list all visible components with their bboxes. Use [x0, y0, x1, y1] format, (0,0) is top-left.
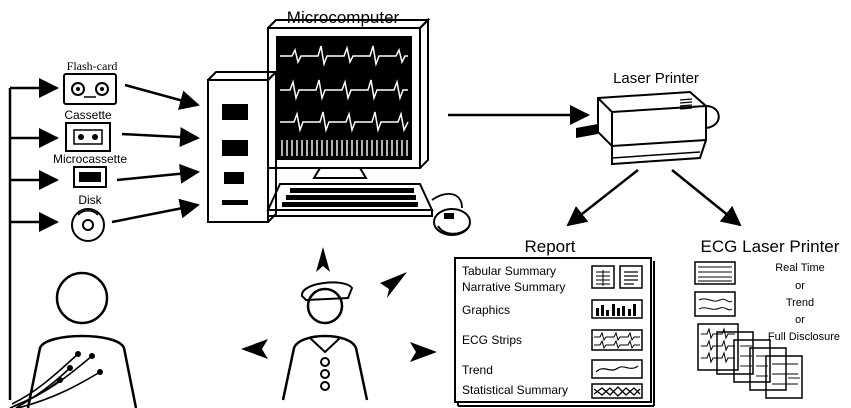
report-item-trend: Trend [462, 363, 493, 377]
ecg-mode-trend: Trend [786, 297, 814, 309]
ecg-strips-thumbnail [591, 329, 643, 351]
printer-to-ecg-printer-arrow [671, 169, 742, 227]
trend-strip-icon [694, 291, 736, 317]
report-panel [454, 257, 655, 407]
report-item-graphics: Graphics [462, 303, 510, 317]
disk-icon [71, 208, 105, 242]
ecg-laser-printer-label: ECG Laser Printer [701, 237, 840, 256]
media-label-flash-card: Flash-card [67, 59, 118, 73]
cassette-icon [65, 122, 111, 152]
narrative-summary-thumbnail [619, 265, 643, 289]
statistical-summary-thumbnail [591, 383, 643, 399]
media-label-cassette: Cassette [64, 108, 112, 122]
laser-printer-icon [576, 90, 720, 166]
microcassette-icon [73, 166, 107, 188]
patient-figure [9, 271, 138, 408]
media-label-microcassette: Microcassette [53, 152, 127, 166]
microcomputer-icon [207, 17, 471, 236]
trend-thumbnail [591, 359, 643, 379]
printer-to-report-arrow [566, 169, 639, 227]
report-item-tabular-summary: Tabular Summary [462, 264, 556, 278]
feedback-line [8, 78, 59, 400]
media-label-disk: Disk [78, 193, 102, 207]
laser-printer-label: Laser Printer [613, 70, 699, 87]
ecg-mode-or-1: or [795, 280, 805, 292]
ecg-mode-or-2: or [795, 314, 805, 326]
real-time-strip-icon [694, 261, 736, 285]
graphics-thumbnail [591, 299, 643, 319]
tabular-summary-thumbnail [591, 265, 615, 289]
report-label: Report [524, 237, 575, 256]
media-to-computer-arrows [111, 83, 200, 224]
report-item-ecg-strips: ECG Strips [462, 333, 522, 347]
flash-card-icon [63, 73, 117, 105]
full-disclosure-pages-icon [697, 323, 803, 399]
ecg-mode-real-time: Real Time [775, 262, 825, 274]
ecg-mode-full-disclosure: Full Disclosure [768, 331, 840, 343]
clinician-figure [281, 281, 369, 401]
report-item-statistical-summary: Statistical Summary [462, 383, 568, 397]
report-item-narrative-summary: Narrative Summary [462, 280, 565, 294]
microcomputer-label: Microcomputer [287, 8, 400, 27]
clinician-arrowheads [241, 247, 437, 362]
